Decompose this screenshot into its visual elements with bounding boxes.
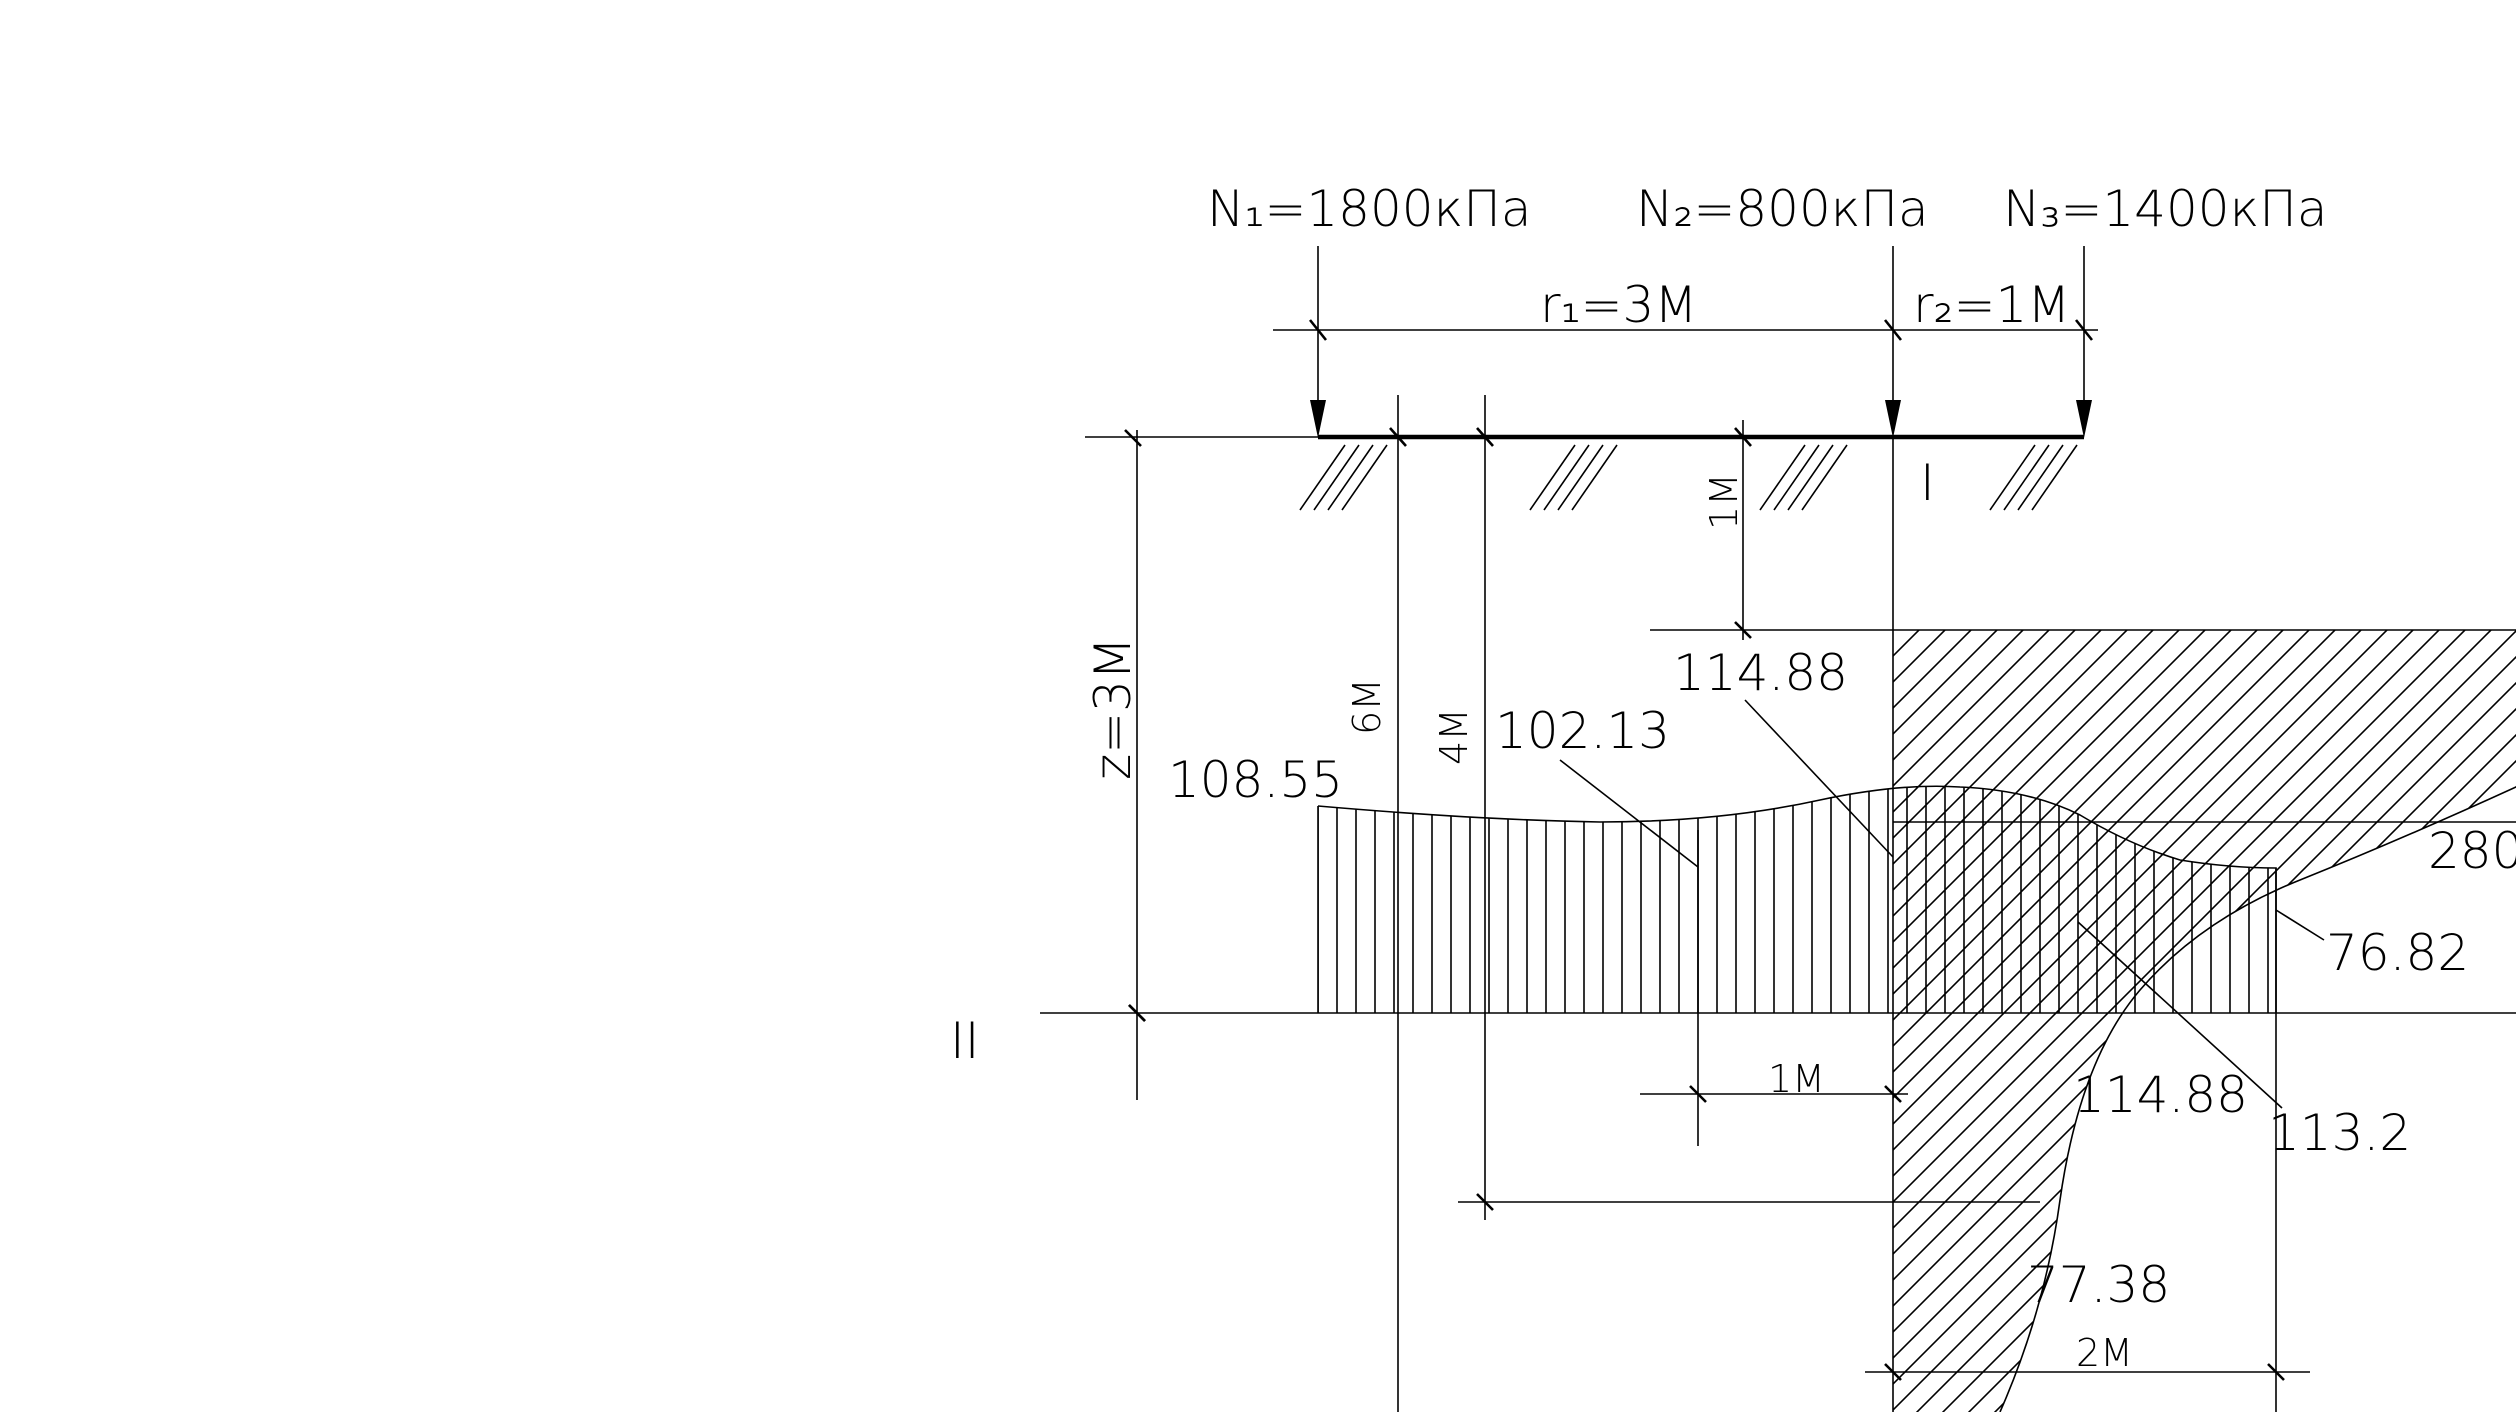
- load-n1-arrow-icon: [1310, 400, 1326, 438]
- hatch-line: [2288, 630, 2516, 1412]
- stress-value-76-82-group: 76.82: [2275, 909, 2469, 982]
- hatch-line: [2158, 630, 2516, 1412]
- stress-value-108-55: 108.55: [1168, 751, 1343, 809]
- dimension-z: z=3М: [1084, 430, 1146, 1100]
- load-n3: N₃=1400кПа: [2003, 180, 2328, 438]
- hatch-line: [1893, 630, 2050, 1412]
- dimension-4m-label: 4М: [1432, 708, 1476, 765]
- hatch-line: [1893, 630, 2362, 1412]
- hatch-line: [2210, 630, 2516, 1412]
- hatch-line: [2366, 630, 2516, 1412]
- dimension-z-label: z=3М: [1084, 637, 1142, 780]
- stress-value-113-2: 113.2: [2268, 1104, 2411, 1162]
- load-n1-label: N₁=1800кПа: [1207, 180, 1532, 238]
- hatch-line: [1898, 630, 2516, 1412]
- hatch-line: [1893, 630, 2284, 1412]
- load-n3-label: N₃=1400кПа: [2003, 180, 2328, 238]
- construction-lines: [1397, 395, 1894, 1412]
- hatch-line: [1893, 630, 2154, 1412]
- hatch-line: [1924, 630, 2516, 1412]
- hatch-line: [1893, 630, 1894, 1412]
- stress-region-right: [1650, 629, 2516, 1412]
- hatch-line: [1893, 630, 2414, 1412]
- hatch-line: [1893, 630, 2206, 1412]
- stress-diagram-plane-ii: [1040, 785, 2516, 1022]
- dimension-r2: r₂=1М: [1913, 276, 2070, 334]
- load-n2: N₂=800кПа: [1636, 180, 1929, 438]
- hatch-line: [1893, 630, 2180, 1412]
- hatch-line: [1893, 630, 2388, 1412]
- hatch-line: [1893, 630, 2336, 1412]
- section-ii-label: II: [950, 1012, 980, 1070]
- dimension-r1: r₁=3М: [1273, 276, 2098, 341]
- hatch-line: [2418, 630, 2516, 1412]
- load-n3-arrow-icon: [2076, 400, 2092, 438]
- stress-value-114-88-top-group: 114.88: [1673, 644, 1894, 858]
- stress-value-280: 280: [2428, 822, 2516, 880]
- hatch-line: [1893, 630, 2310, 1412]
- stress-value-113-2-group: 113.2: [2077, 921, 2411, 1162]
- ground-surface: [1085, 427, 2084, 511]
- hatch-line: [2132, 630, 2516, 1412]
- stress-value-114-88-bottom: 114.88: [2073, 1066, 2248, 1124]
- hatch-line: [1893, 630, 2440, 1412]
- dimension-4m-horizontal: [1458, 1193, 2040, 1211]
- hatch-line: [2184, 630, 2516, 1412]
- hatch-line: [1893, 630, 2102, 1412]
- hatch-line: [2340, 630, 2516, 1412]
- dimension-1m-bottom-label: 1М: [1768, 1057, 1825, 1101]
- dimension-r1-label: r₁=3М: [1540, 276, 1697, 334]
- hatch-line: [2444, 630, 2516, 1412]
- hatch-line: [1893, 630, 2466, 1412]
- hatch-line: [2314, 630, 2516, 1412]
- dimension-2m-label: 2М: [2076, 1331, 2133, 1375]
- hatch-line: [2392, 630, 2516, 1412]
- load-n1: N₁=1800кПа: [1207, 180, 1532, 438]
- hatch-line: [1893, 630, 2076, 1412]
- hatch-line: [1893, 630, 2492, 1412]
- stress-value-114-88-top: 114.88: [1673, 644, 1848, 702]
- dimension-2m: 2М: [1865, 868, 2310, 1412]
- dimension-6m-label: 6М: [1345, 678, 1389, 735]
- dimension-1m-bottom: 1М: [1640, 830, 1908, 1146]
- dimension-1m-top: 1М: [1702, 473, 1752, 639]
- stress-value-76-82: 76.82: [2326, 924, 2469, 982]
- stress-value-102-13-group: 102.13: [1495, 702, 1699, 868]
- hatch-line: [1893, 630, 2128, 1412]
- hatch-line: [2496, 630, 2516, 1412]
- stress-value-77-38: 77.38: [2027, 1256, 2170, 1314]
- load-n2-label: N₂=800кПа: [1636, 180, 1929, 238]
- stress-value-102-13: 102.13: [1495, 702, 1670, 760]
- dimension-1m-top-label: 1М: [1702, 473, 1746, 530]
- load-n2-arrow-icon: [1885, 400, 1901, 438]
- hatch-line: [2236, 630, 2516, 1412]
- hatch-line: [1893, 630, 2516, 1412]
- hatch-line: [1893, 630, 2232, 1412]
- dimension-r2-label: r₂=1М: [1913, 276, 2070, 334]
- section-i-label: I: [1920, 454, 1935, 512]
- hatch-line: [1893, 630, 2258, 1412]
